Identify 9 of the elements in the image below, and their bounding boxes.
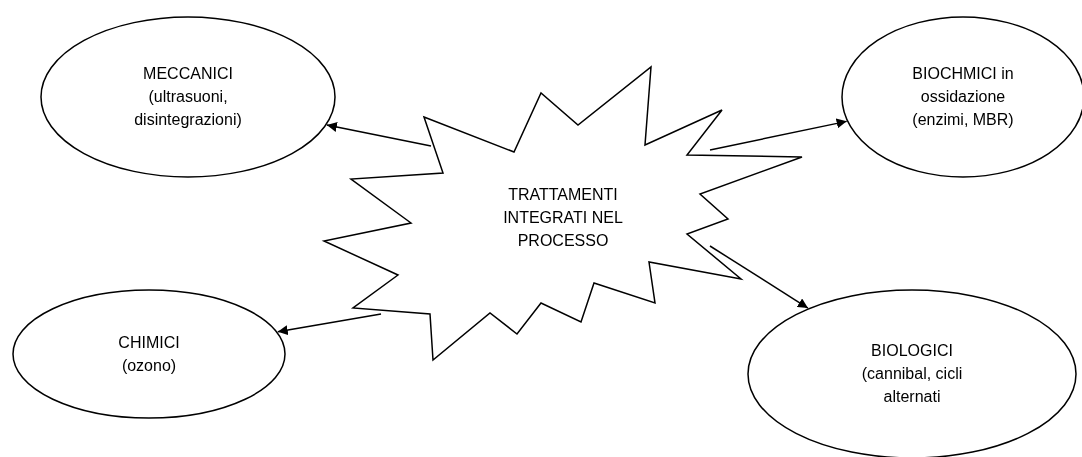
node-label: BIOCHMICI in ossidazione (enzimi, MBR) [911, 64, 1015, 131]
arrow [326, 122, 432, 147]
node-label: MECCANICI (ultrasuoni, disintegrazioni) [133, 64, 243, 131]
node-label: CHIMICI (ozono) [117, 332, 181, 376]
arrow [277, 313, 382, 336]
node-label: TRATTAMENTI INTEGRATI NEL PROCESSO [502, 185, 624, 252]
arrow [709, 118, 848, 151]
node-label: BIOLOGICI (cannibal, cicli alternati [860, 341, 964, 408]
arrow [709, 245, 809, 309]
